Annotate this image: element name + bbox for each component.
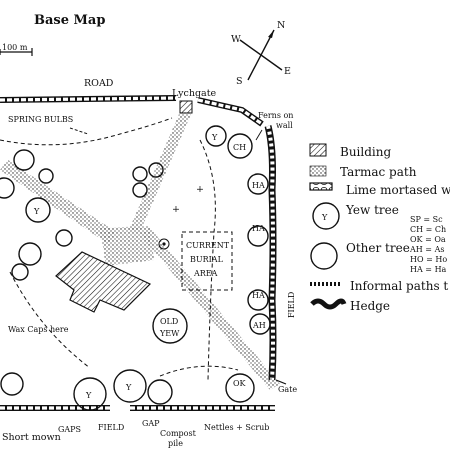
informal-path [199,139,216,381]
gate-label: Gate [278,385,297,394]
tree-icon [13,149,35,171]
svg-text:OK = Oa: OK = Oa [410,235,446,244]
wax-caps-label: Wax Caps here [8,325,69,334]
short-mown-label: Short mown [2,432,61,443]
legend-building: Building [340,145,391,159]
lychgate-label: Lychgate [172,88,217,99]
tree-icon: OK [225,373,255,403]
svg-text:+: + [196,184,204,195]
church-building [55,251,152,313]
tree-icon [148,162,164,178]
tree-key: SP = Sc CH = Ch OK = Oa AH = As HO = Ho … [409,215,447,274]
burial-area: CURRENT BURIAL AREA [181,231,233,291]
legend-lime: Lime mortased wal [346,183,450,197]
tree-icon [0,177,15,199]
svg-text:OK: OK [233,379,247,388]
svg-text:CH = Ch: CH = Ch [410,225,446,234]
legend-tarmac-icon [309,165,327,177]
tree-icon: HA [247,173,269,195]
legend-hedge: Hedge [350,299,390,313]
tree-icon: HA [247,289,269,311]
memorial-icon [158,238,170,250]
nettles-label: Nettles + Scrub [204,423,269,432]
yew-tree-icon: Y [25,197,51,223]
compass-s: S [236,76,243,87]
svg-text:AH: AH [252,321,266,330]
tree-icon: CH [227,133,253,159]
yew-tree-icon: Y [113,369,147,403]
legend-wall-icon [309,182,333,191]
compost-label: Compost [160,429,197,438]
spring-bulbs-label: SPRING BULBS [8,115,73,124]
field-right-label: FIELD [287,292,296,318]
svg-text:+: + [172,204,180,215]
svg-text:CURRENT: CURRENT [186,241,230,250]
gaps-label: GAPS [58,425,81,434]
legend-informal: Informal paths t [350,279,448,293]
tree-icon [11,263,29,281]
legend-building-icon [309,143,327,157]
svg-text:AH = As: AH = As [409,245,444,254]
legend-yew-icon [312,202,340,230]
legend: Building Tarmac path Lime mortased wal Y… [309,143,450,313]
yew-tree-icon: OLD YEW [152,308,188,344]
tree-icon: AH [249,313,271,335]
svg-text:OLD: OLD [160,317,178,326]
tree-icon [0,372,24,396]
gap-label: GAP [142,419,160,428]
compass-n: N [277,20,285,31]
svg-text:HO = Ho: HO = Ho [410,255,447,264]
yew-tree-icon: Y [73,377,107,411]
tree-icon [147,379,173,405]
field-bottom-label: FIELD [98,423,124,432]
compass-w: W [231,34,241,45]
tree-icon [38,168,54,184]
svg-text:HA: HA [252,291,265,300]
svg-text:Y: Y [33,207,40,216]
svg-text:BURIAL: BURIAL [190,255,224,264]
legend-yew: Yew tree [345,203,399,217]
scale-bar: 100 m [0,43,33,56]
svg-text:Y: Y [125,383,132,392]
legend-tarmac: Tarmac path [340,165,417,179]
compost-pile-label: pile [168,439,183,448]
svg-text:Y: Y [211,133,218,142]
road-label: ROAD [84,78,114,89]
legend-other-tree-icon [310,242,338,270]
compass-e: E [284,66,291,77]
svg-text:HA: HA [252,224,265,233]
svg-text:HA: HA [252,181,265,190]
yew-tree-icon: Y [205,125,227,147]
tree-icon: HA [247,224,269,247]
svg-text:SP = Sc: SP = Sc [410,215,443,224]
tarmac-paths [0,112,280,390]
svg-text:Y: Y [85,391,92,400]
scale-label: 100 m [2,43,28,52]
legend-other: Other tree [346,241,410,255]
svg-text:HA = Ha: HA = Ha [410,265,447,274]
svg-text:Y: Y [321,213,328,222]
boundary-wall [0,95,277,411]
map-title: Base Map [34,13,105,28]
svg-text:CH: CH [233,143,246,152]
ferns-label: Ferns on [258,111,293,120]
svg-text:AREA: AREA [193,269,218,278]
svg-text:YEW: YEW [159,329,180,338]
tree-icon [132,166,148,182]
tree-icon [132,182,148,198]
compass-icon: N W E S [231,20,291,87]
ferns-wall-label: wall [276,121,293,130]
lychgate-building [179,100,193,114]
tree-icon [55,229,73,247]
tree-icon [18,242,42,266]
trees: Y CH HA HA HA AH Y OLD YEW Y Y OK [0,125,271,411]
legend-hedge-icon [310,298,347,310]
